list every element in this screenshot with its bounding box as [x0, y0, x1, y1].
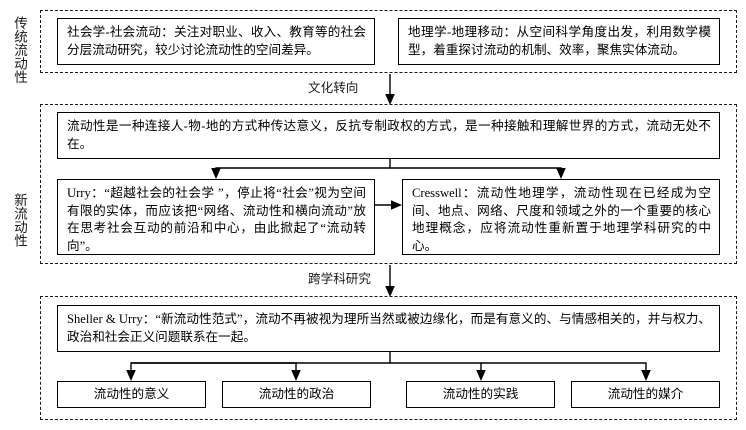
stage-label-traditional: 传统流动性: [12, 16, 27, 84]
box-mobility-media: 流动性的媒介: [571, 381, 720, 408]
box-cresswell: Cresswell：流动性地理学，流动性现在已经成为空间、地点、网络、尺度和领域…: [402, 179, 720, 255]
box-sociology: 社会学-社会流动：关注对职业、收入、教育等的社会分层流动研究，较少讨论流动性的空…: [57, 18, 375, 65]
arrow-interdisciplinary: [385, 265, 395, 297]
connector-label-interdisciplinary: 跨学科研究: [308, 272, 371, 286]
connector-label-cultural-turn: 文化转向: [308, 81, 359, 95]
group-traditional-mobility: [40, 10, 737, 73]
box-mobility-meaning: 流动性的意义: [57, 381, 206, 408]
box-geography: 地理学-地理移动：从空间科学角度出发，利用数学模型，着重探讨流动的机制、效率，聚…: [398, 18, 720, 65]
stage-label-new: 新流动性: [12, 193, 27, 247]
arrow-cultural-turn: [385, 74, 395, 105]
box-mobility-politics: 流动性的政治: [222, 381, 371, 408]
box-mobility-definition: 流动性是一种连接人-物-地的方式种传达意义，反抗专制政权的方式，是一种接触和理解…: [57, 112, 720, 159]
box-urry: Urry：“超越社会的社会学 ”，停止将“社会”视为空间有限的实体，而应该把“网…: [57, 179, 375, 255]
box-sheller-urry: Sheller & Urry：“新流动性范式”，流动不再被视为理所当然或被边缘化…: [57, 305, 720, 352]
box-mobility-practice: 流动性的实践: [406, 381, 555, 408]
